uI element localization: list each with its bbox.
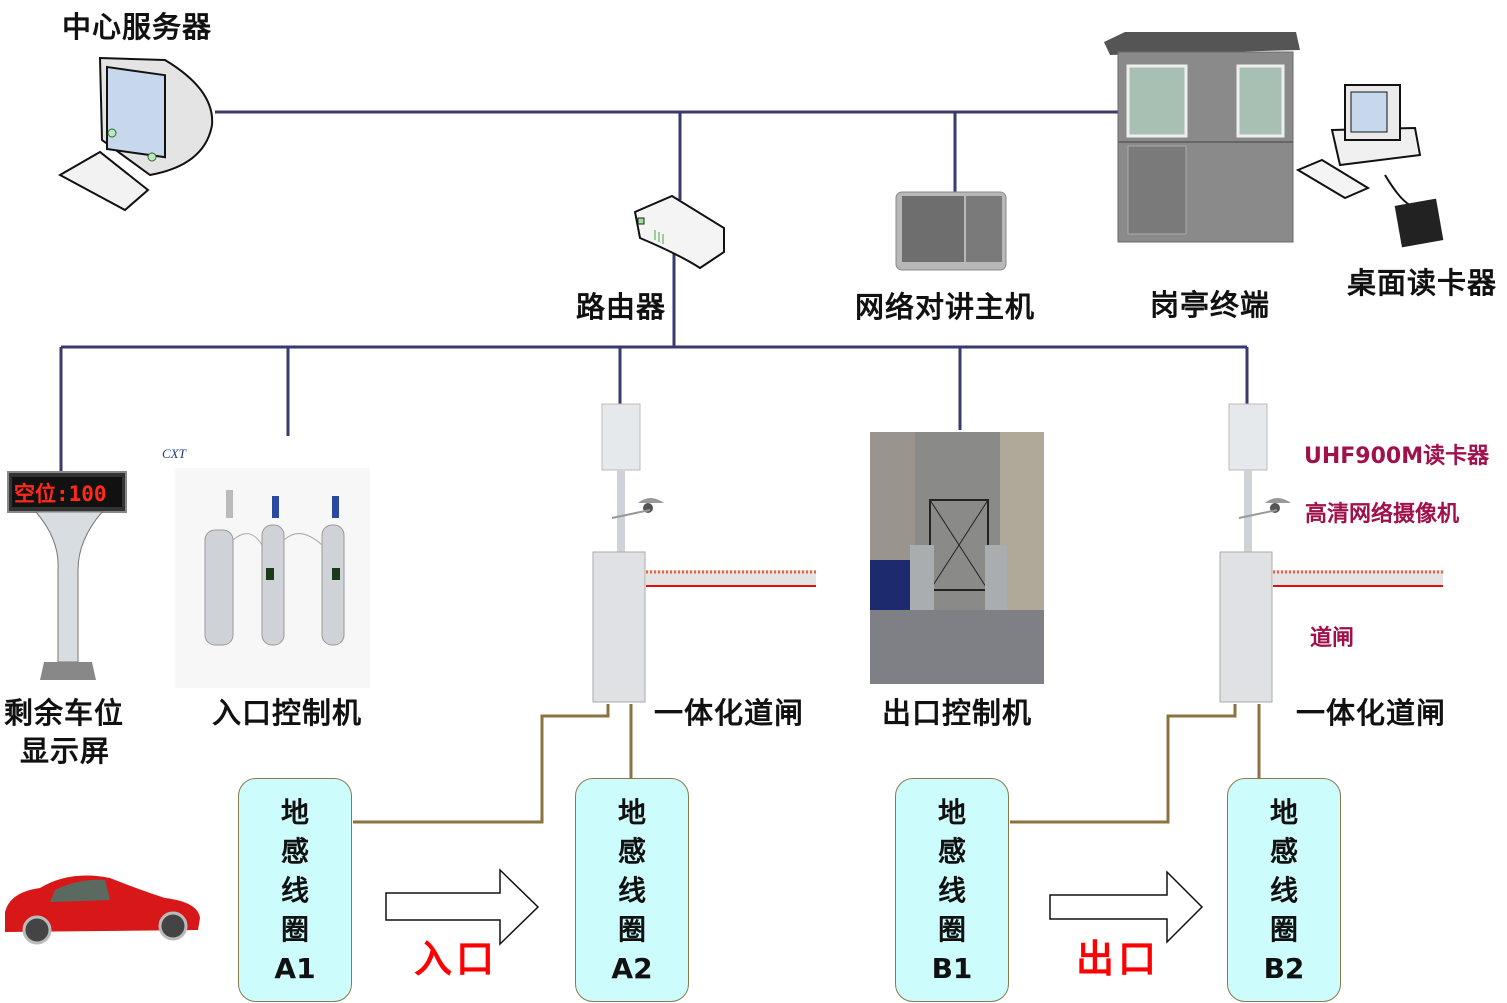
coil-char: 感 xyxy=(937,834,966,868)
space-display-label-line1: 剩余车位 xyxy=(4,696,125,730)
coil-char: 圈 xyxy=(617,912,646,946)
coil-char: 感 xyxy=(617,834,646,868)
entry-arrow-icon xyxy=(385,868,540,946)
barrier-gate-a xyxy=(592,403,816,703)
led-screen-text: 空位:100 xyxy=(14,482,107,506)
coil-char: 线 xyxy=(617,873,646,907)
coil-char: 地 xyxy=(280,795,309,829)
entry-turnstile-image xyxy=(175,468,370,688)
space-display-label-line2: 显示屏 xyxy=(20,734,111,768)
network-lines xyxy=(59,110,1249,472)
coil-char: 感 xyxy=(280,834,309,868)
coil-char: 线 xyxy=(1269,873,1298,907)
coil-char: 地 xyxy=(1269,795,1298,829)
central-server-label: 中心服务器 xyxy=(62,10,213,44)
router-icon xyxy=(633,194,725,270)
space-display-sign xyxy=(7,471,127,680)
ground-coil-b2: 地 感 线 圈 B2 xyxy=(1227,778,1341,1002)
coil-a1-line xyxy=(353,704,610,824)
guard-booth-icon xyxy=(1104,32,1300,243)
exit-controller-photo xyxy=(870,432,1044,684)
exit-controller-label: 出口控制机 xyxy=(882,696,1033,730)
coil-char: 地 xyxy=(617,795,646,829)
router-label: 路由器 xyxy=(576,290,667,324)
entry-direction-label: 入口 xyxy=(414,937,499,981)
barrier-gate-b xyxy=(1219,403,1443,703)
desk-reader-label: 桌面读卡器 xyxy=(1347,266,1498,300)
coil-id: A2 xyxy=(611,951,653,985)
coil-char: 感 xyxy=(1269,834,1298,868)
coil-char: 圈 xyxy=(280,912,309,946)
gate-a-label: 一体化道闸 xyxy=(654,696,805,730)
camera-annotation: 高清网络摄像机 xyxy=(1305,502,1460,527)
intercom-label: 网络对讲主机 xyxy=(855,290,1036,324)
server-computer-icon xyxy=(57,56,214,212)
coil-char: 线 xyxy=(937,873,966,907)
ground-coil-a2: 地 感 线 圈 A2 xyxy=(575,778,689,1002)
coil-id: B2 xyxy=(1263,951,1305,985)
coil-lines xyxy=(353,704,1261,824)
coil-char: 线 xyxy=(280,873,309,907)
coil-id: B1 xyxy=(931,951,973,985)
entry-controller-label: 入口控制机 xyxy=(212,696,363,730)
coil-id: A1 xyxy=(274,951,316,985)
barrier-annotation: 道闸 xyxy=(1310,626,1355,651)
coil-char: 地 xyxy=(937,795,966,829)
cxt-brand-logo: CXT xyxy=(162,446,186,461)
ground-coil-a1: 地 感 线 圈 A1 xyxy=(238,778,352,1002)
intercom-device-icon xyxy=(895,191,1007,271)
uhf-reader-annotation: UHF900M读卡器 xyxy=(1304,444,1490,469)
ground-coil-b1: 地 感 线 圈 B1 xyxy=(895,778,1009,1002)
desk-computer-icon xyxy=(1295,84,1444,248)
exit-arrow-icon xyxy=(1049,870,1204,944)
booth-label: 岗亭终端 xyxy=(1150,288,1271,322)
coil-char: 圈 xyxy=(937,912,966,946)
red-car-icon xyxy=(5,875,200,945)
coil-char: 圈 xyxy=(1269,912,1298,946)
gate-b-label: 一体化道闸 xyxy=(1296,696,1447,730)
coil-b1-line xyxy=(1010,704,1237,824)
exit-direction-label: 出口 xyxy=(1076,937,1161,981)
